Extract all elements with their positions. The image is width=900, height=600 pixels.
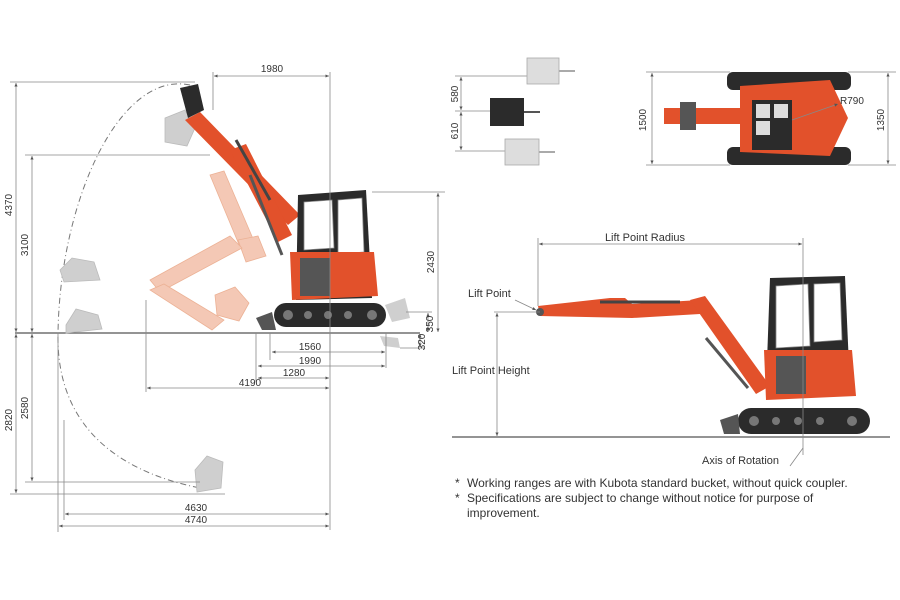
footnote-1: * Working ranges are with Kubota standard… [455,476,855,491]
ghost-arms [149,170,267,331]
side-blade [256,312,276,330]
ghost-arm-joint [237,235,267,263]
lift-track [738,408,870,434]
lift-boom-cylinder [704,337,750,389]
lift-cab-window-front [775,283,811,349]
dim-3100-label: 3100 [20,233,31,256]
offset-bucket-top [526,57,560,85]
offset-bucket-bottom [504,138,540,166]
dim-320-label: 320 [417,333,428,350]
lift-boom [690,296,770,394]
side-cab-window-front [303,199,335,251]
side-seat-area [300,258,330,296]
lift-dim-lines [494,238,804,467]
dim-1280-label: 1280 [283,368,306,379]
dim-r790-label: R790 [840,96,864,107]
dim-580-label: 580 [450,85,461,102]
side-boom-lower [230,144,292,242]
dim-1500-label: 1500 [638,108,649,131]
footnote-marker: * [455,491,460,505]
offset-view: 580 610 [450,57,575,166]
lift-point-leader [514,299,537,311]
side-ghost-blade-down [380,336,400,348]
dim-610-label: 610 [450,122,461,139]
side-arm-cylinder [248,174,284,256]
lift-point-height-label: Lift Point Height [452,365,530,377]
ghost-buckets [59,109,224,493]
dim-4190-label: 4190 [239,378,262,389]
dim-1990-label: 1990 [299,356,322,367]
side-machine [180,84,410,348]
lift-point-label: Lift Point [468,288,511,300]
footnote-marker: * [455,476,460,490]
lift-track-rollers [749,416,857,426]
dim-4630-label: 4630 [185,503,208,514]
top-boom [664,108,752,124]
side-bucket [180,84,204,118]
dim-2430-label: 2430 [426,250,437,273]
side-cab-window-side [337,197,365,255]
dim-2820-label: 2820 [4,408,15,431]
side-view: 1980 4370 3100 2430 350 320 1560 1990 12… [4,64,445,532]
dim-2580-label: 2580 [20,396,31,419]
side-boom-cylinder [234,139,272,201]
axis-of-rotation-label: Axis of Rotation [702,455,779,467]
lift-cab-window-side [813,282,843,343]
dim-350-label: 350 [425,315,436,332]
lift-point-radius-label: Lift Point Radius [605,232,686,244]
ghost-bucket-2 [59,257,101,283]
top-dim-lines [646,71,896,166]
ghost-boom-low [149,235,243,293]
ghost-bucket-4 [194,455,224,493]
ghost-stick-low [149,283,225,331]
dim-r790-line [791,103,839,121]
dim-1350-label: 1350 [876,108,887,131]
lift-blade [720,414,740,434]
dim-1980-label: 1980 [261,64,284,75]
top-view: 1500 1350 R790 [638,71,896,166]
side-dim-lines [10,72,445,532]
axis-leader [789,447,804,467]
lift-seat-area [776,356,806,394]
dim-4370-label: 4370 [4,193,15,216]
footnote-2: * Specifications are subject to change wi… [455,491,855,521]
footnote-text: Working ranges are with Kubota standard … [467,476,848,490]
footnotes: * Working ranges are with Kubota standard… [455,476,855,521]
dim-4740-label: 4740 [185,515,208,526]
lift-view: Lift Point Radius Lift Point Lift Point … [452,232,890,467]
offset-buckets [490,57,575,166]
offset-bucket-center [490,98,524,126]
ghost-bucket-3 [65,308,103,334]
top-bucket [680,102,696,130]
ghost-bucket-low [214,286,250,322]
dim-1560-label: 1560 [299,342,322,353]
footnote-text: Specifications are subject to change wit… [467,491,814,520]
side-ghost-blade [385,298,410,322]
